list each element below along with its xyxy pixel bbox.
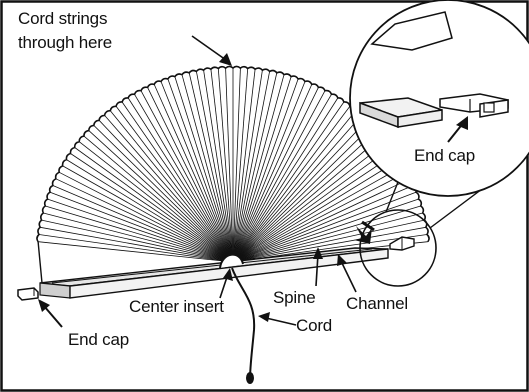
fan-left-edge xyxy=(38,242,42,283)
pleat-line xyxy=(99,120,233,262)
label-center-insert: Center insert xyxy=(129,297,224,317)
pleat-line xyxy=(50,192,233,262)
cord-tassel xyxy=(246,372,254,384)
label-spine: Spine xyxy=(273,288,315,308)
label-channel: Channel xyxy=(346,294,408,314)
pleat-line xyxy=(233,73,277,262)
label-cord-strings-1: Cord strings xyxy=(18,9,107,29)
pleat-line xyxy=(233,82,305,263)
end-cap-left xyxy=(18,288,38,300)
label-cord-strings-2: through here xyxy=(18,33,112,53)
pleat-line xyxy=(161,82,233,263)
pleat-line xyxy=(182,75,233,262)
label-end-cap-left: End cap xyxy=(68,330,129,350)
pleat-line xyxy=(233,120,367,262)
channel-front-face xyxy=(40,283,70,298)
pleat-line xyxy=(233,75,284,262)
pleat-line xyxy=(189,73,233,262)
cord xyxy=(232,268,254,380)
label-end-cap-detail: End cap xyxy=(414,146,475,166)
label-cord: Cord xyxy=(296,316,332,336)
